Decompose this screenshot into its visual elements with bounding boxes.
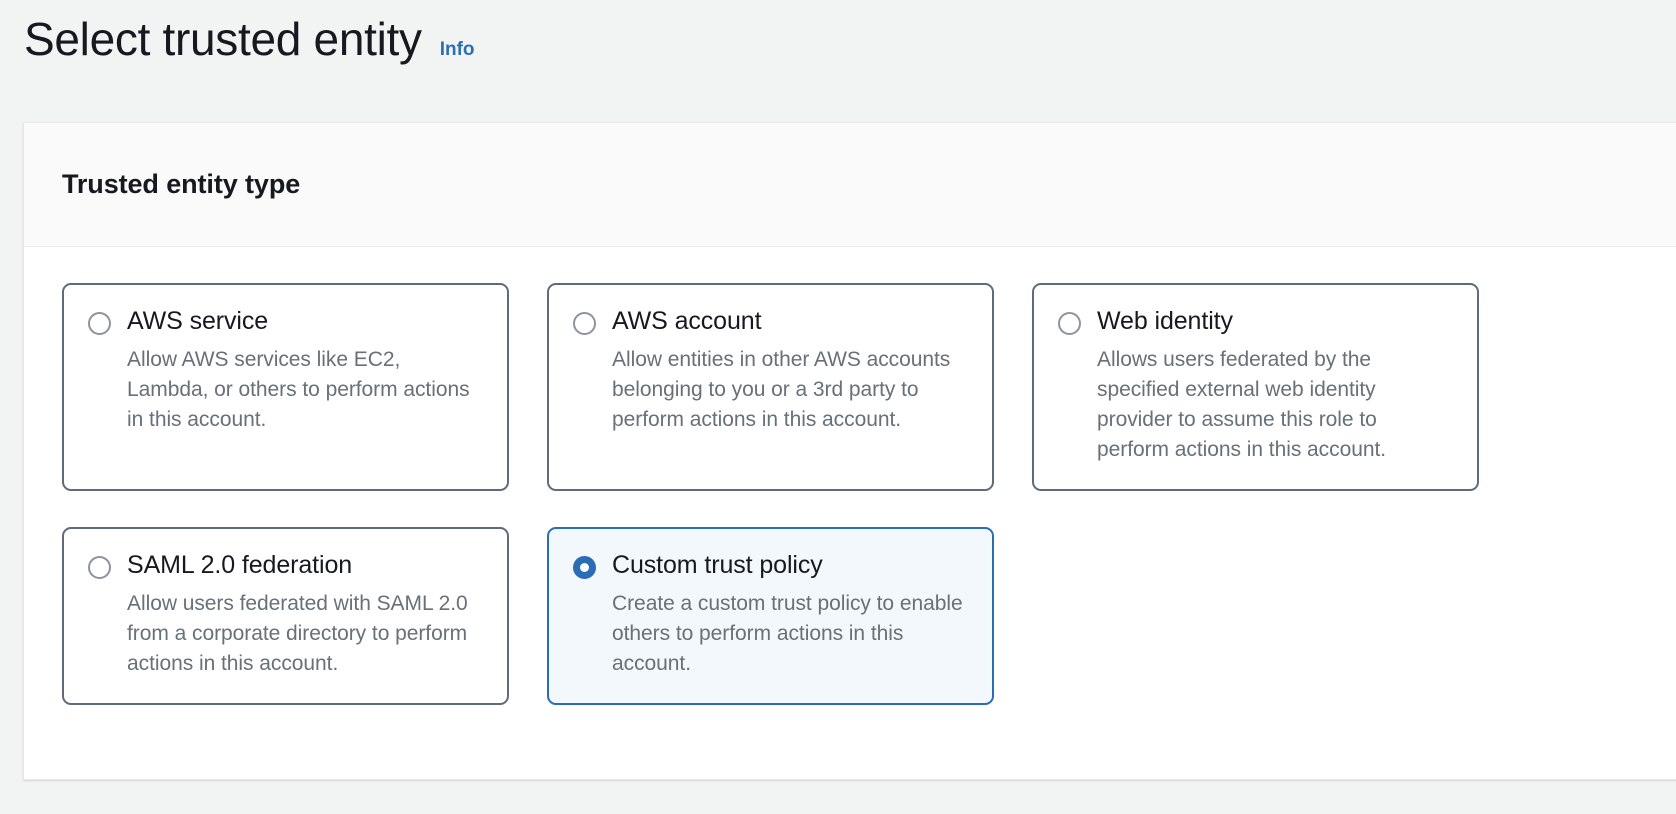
radio-button-aws-service[interactable] [88, 312, 111, 335]
option-description-web-identity: Allows users federated by the specified … [1097, 347, 1387, 461]
info-link[interactable]: Info [439, 39, 475, 60]
option-tile-custom-trust-policy[interactable]: Custom trust policy Create a custom trus… [547, 526, 994, 705]
option-label-web-identity: Web identity [1097, 307, 1233, 335]
option-tile-saml-federation[interactable]: SAML 2.0 federation Allow users federate… [62, 526, 509, 705]
trusted-entity-type-panel: Trusted entity type AWS service Allow AW… [23, 122, 1676, 780]
radio-button-custom-trust-policy[interactable] [573, 555, 596, 579]
panel-header-title: Trusted entity type [62, 169, 301, 199]
option-description-aws-service: Allow AWS services like EC2, Lambda, or … [127, 347, 470, 431]
radio-button-web-identity[interactable] [1058, 312, 1081, 335]
option-tile-web-identity[interactable]: Web identity Allows users federated by t… [1032, 283, 1479, 491]
radio-button-aws-account[interactable] [573, 312, 596, 335]
option-description-saml-federation: Allow users federated with SAML 2.0 from… [127, 591, 468, 675]
option-tile-aws-service[interactable]: AWS service Allow AWS services like EC2,… [62, 283, 509, 491]
page-header: Select trusted entity Info [24, 14, 475, 65]
panel-header: Trusted entity type [24, 123, 1676, 247]
option-tile-aws-account[interactable]: AWS account Allow entities in other AWS … [547, 283, 994, 491]
panel-body: AWS service Allow AWS services like EC2,… [24, 247, 1676, 745]
option-label-custom-trust-policy: Custom trust policy [612, 550, 823, 579]
option-label-aws-service: AWS service [127, 307, 269, 335]
page-title: Select trusted entity [24, 13, 422, 65]
option-label-aws-account: AWS account [612, 307, 762, 335]
radio-button-saml-federation[interactable] [88, 555, 111, 579]
option-label-saml-federation: SAML 2.0 federation [127, 550, 353, 579]
trusted-entity-options-grid: AWS service Allow AWS services like EC2,… [62, 283, 1674, 705]
option-description-aws-account: Allow entities in other AWS accounts bel… [612, 347, 951, 431]
option-description-custom-trust-policy: Create a custom trust policy to enable o… [612, 591, 963, 675]
